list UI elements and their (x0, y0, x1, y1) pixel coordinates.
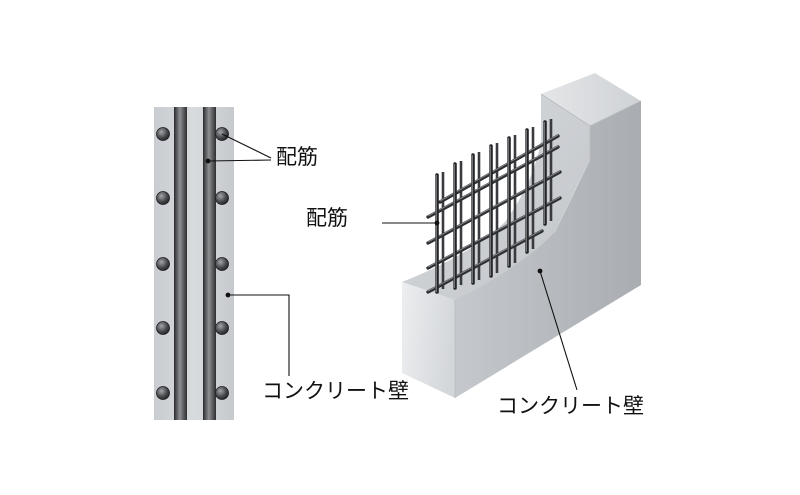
vertical-rebar-right (203, 107, 216, 420)
section-wall-label: コンクリート壁 (262, 379, 409, 403)
slab-front-face (402, 282, 455, 398)
horizontal-rebar-dots (156, 127, 229, 400)
leader-wall (228, 294, 290, 376)
rebar-horizontal (438, 134, 560, 204)
isometric-rebar-label: 配筋 (306, 206, 348, 230)
rebar-section-dot (156, 127, 170, 141)
isometric-wall-label: コンクリート壁 (497, 394, 644, 418)
vertical-rebar-left (174, 107, 187, 420)
isometric-leader-lines (382, 222, 578, 391)
rebar-mesh (426, 119, 562, 294)
leader-rebar-lower (207, 159, 272, 162)
leader-dot-block (537, 268, 543, 274)
block-edges (454, 93, 642, 398)
leader-block (539, 270, 578, 391)
section-view (154, 107, 290, 420)
rebar-horizontal-highlight (427, 196, 561, 268)
section-leader-lines (207, 133, 290, 376)
rebar-horizontal-highlight (427, 170, 561, 243)
leader-dot-wall (225, 292, 231, 298)
rebar-section-dot (156, 257, 170, 271)
rebar-horizontal (426, 145, 560, 219)
block-side-face (455, 101, 641, 398)
isometric-view (382, 73, 642, 398)
rebar-section-dot (156, 321, 170, 335)
rebar-horizontal (426, 229, 544, 294)
block-top-face (541, 73, 641, 126)
rebar-section-dot (156, 386, 170, 400)
rebar-horizontal-highlight (427, 145, 559, 217)
rebar-section-dot (156, 191, 170, 205)
leader-rebar-upper (221, 133, 272, 159)
rebar-section-dot (215, 386, 229, 400)
leader-dot-rebar (205, 158, 211, 164)
section-rebar-label: 配筋 (276, 145, 318, 169)
rebar-section-dot (215, 257, 229, 271)
rebar-horizontal-highlight (427, 229, 543, 292)
rebar-horizontal (426, 196, 562, 270)
rebar-section-dot (215, 191, 229, 205)
rebar-section-dot (215, 321, 229, 335)
leader-dot-mesh (434, 220, 440, 226)
rebar-horizontal (426, 170, 562, 245)
rebar-horizontal-highlight (439, 134, 559, 202)
